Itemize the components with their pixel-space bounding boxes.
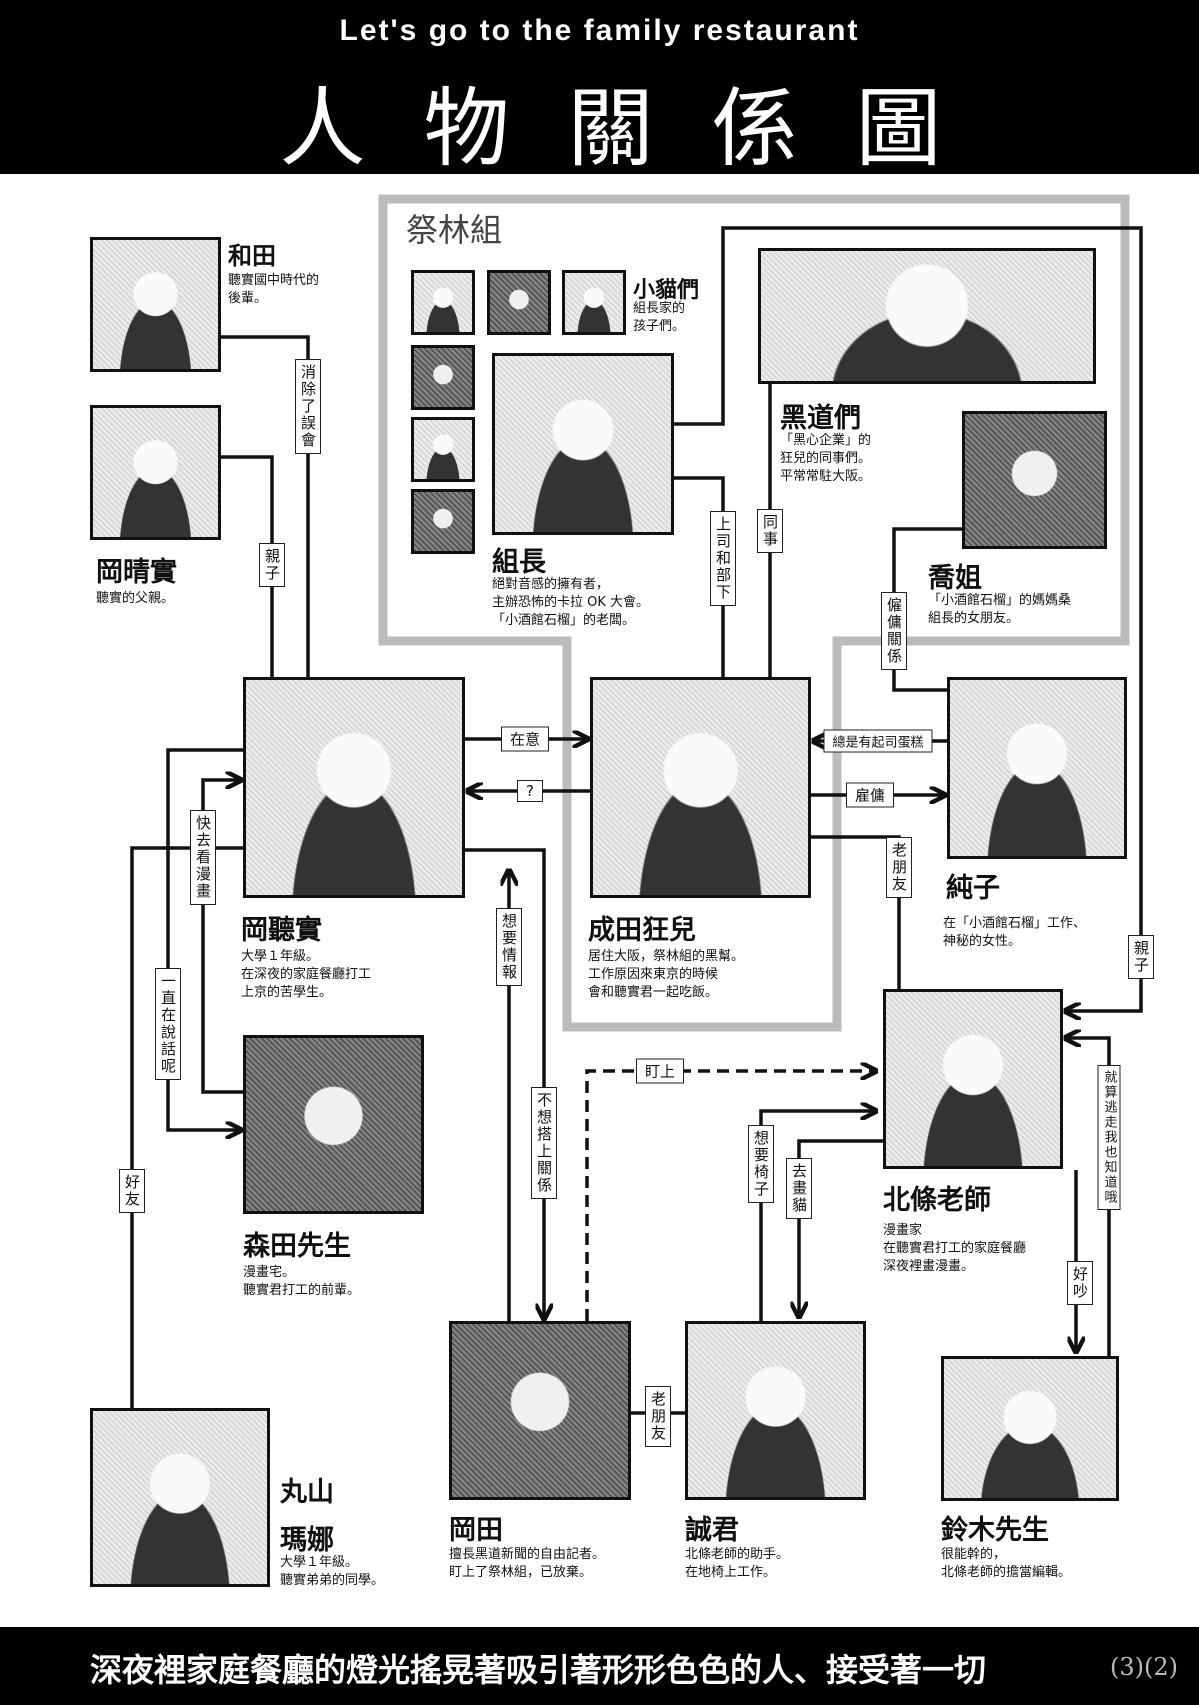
relation-label: 親子 — [259, 543, 285, 587]
portrait-maruyama — [90, 1408, 270, 1587]
relation-label: 雇傭 — [845, 782, 895, 808]
name-kyoane: 喬姐 — [928, 563, 982, 594]
relation-label: 不想搭上關係 — [531, 1087, 557, 1199]
desc-suzuki: 很能幹的，北條老師的擔當編輯。 — [941, 1547, 1072, 1580]
portrait-kitten — [411, 345, 475, 410]
line-targeted — [585, 1071, 876, 1321]
name-kumicho: 組長 — [492, 547, 546, 578]
portrait-kitten — [487, 270, 551, 335]
name-makoto: 誠君 — [685, 1515, 739, 1546]
relation-label: 老朋友 — [645, 1386, 671, 1447]
relation-label: 想要情報 — [496, 908, 522, 986]
name-suzuki: 鈴木先生 — [941, 1515, 1049, 1546]
name-wada: 和田 — [228, 242, 276, 270]
line-kumicho-narita — [674, 476, 725, 677]
desc-okada: 擅長黑道新聞的自由記者。盯上了祭林組，已放棄。 — [449, 1547, 606, 1580]
portrait-okada — [449, 1321, 631, 1500]
portrait-kitten — [411, 417, 475, 482]
subtitle: Let's go to the family restaurant — [339, 14, 860, 47]
desc-kittens: 組長家的孩子們。 — [633, 301, 686, 334]
name-oka-harumi: 岡晴實 — [96, 557, 177, 588]
name-yakuzas: 黑道們 — [780, 403, 861, 434]
relation-label: 總是有起司蛋糕 — [823, 729, 933, 753]
portrait-narita — [590, 677, 811, 898]
relation-label: 在意 — [500, 726, 550, 752]
relation-label: 快去看漫畫 — [190, 810, 216, 905]
relation-label: 去畫貓 — [786, 1158, 812, 1219]
desc-maruyama: 大學１年級。聽實弟弟的同學。 — [280, 1555, 385, 1588]
page-title: 人物關係圖 — [279, 79, 1000, 179]
portrait-oka-satomi — [243, 677, 465, 898]
portrait-oka-harumi — [90, 405, 221, 540]
footer-caption: 深夜裡家庭餐廳的燈光搖晃著吸引著形形色色的人、接受著一切 — [90, 1651, 987, 1689]
portrait-kitten — [411, 270, 475, 335]
portrait-morita — [243, 1035, 424, 1214]
line-keeps-talking — [166, 748, 243, 1130]
relation-label: 上司和部下 — [710, 511, 736, 606]
portrait-yakuzas — [758, 248, 1096, 384]
portrait-kitten — [411, 489, 475, 554]
page-number: (3)(2) — [1110, 1653, 1178, 1681]
portrait-wada — [90, 237, 221, 372]
desc-yakuzas: 「黑心企業」的狂兒的同事們。平常常駐大阪。 — [780, 433, 872, 484]
relation-label: 好吵 — [1067, 1261, 1093, 1305]
desc-oka-satomi: 大學１年級。在深夜的家庭餐廳打工上京的苦學生。 — [241, 949, 372, 1000]
name-maruyama-line2: 瑪娜 — [280, 1525, 334, 1556]
relation-label: 好友 — [119, 1169, 145, 1213]
header-banner: Let's go to the family restaurant 人物關係圖 — [0, 0, 1199, 179]
desc-wada: 聽實國中時代的後輩。 — [228, 273, 320, 306]
relation-label: 想要椅子 — [748, 1125, 774, 1203]
line-wants-chair — [759, 1111, 876, 1321]
line-good-friends — [130, 846, 243, 1408]
portrait-kumicho — [492, 353, 674, 535]
relation-label: ? — [517, 780, 543, 802]
relation-label: 同事 — [757, 509, 783, 553]
desc-makoto: 北條老師的助手。在地椅上工作。 — [685, 1547, 790, 1580]
name-morita: 森田先生 — [243, 1231, 351, 1262]
relation-label: 消除了誤會 — [295, 359, 321, 454]
name-junko: 純子 — [946, 873, 1000, 904]
relation-label: 親子 — [1128, 935, 1154, 979]
portrait-hojo — [883, 989, 1063, 1169]
name-kittens: 小貓們 — [633, 278, 700, 303]
line-wada-satomi — [221, 335, 310, 677]
name-narita: 成田狂兒 — [588, 915, 696, 946]
footer-banner: 深夜裡家庭餐廳的燈光搖晃著吸引著形形色色的人、接受著一切 (3)(2) — [0, 1627, 1199, 1705]
desc-junko: 在「小酒館石榴」工作、神秘的女性。 — [943, 916, 1087, 949]
relation-label: 僱傭關係 — [881, 592, 907, 670]
name-okada: 岡田 — [449, 1515, 503, 1546]
desc-kumicho: 絕對音感的擁有者，主辦恐怖的卡拉 OK 大會。「小酒館石榴」的老闆。 — [492, 577, 650, 628]
group-label: 祭林組 — [400, 205, 509, 251]
desc-kyoane: 「小酒館石榴」的媽媽桑組長的女朋友。 — [928, 593, 1072, 626]
portrait-junko — [947, 677, 1127, 859]
line-draw-cats — [799, 1139, 883, 1317]
desc-oka-harumi: 聽實的父親。 — [96, 591, 175, 606]
group-boundary — [378, 194, 1130, 1032]
line-knows-escape — [1065, 1038, 1111, 1356]
portrait-kyoane — [962, 411, 1107, 549]
line-harumi-satomi — [221, 455, 274, 677]
desc-morita: 漫畫宅。聽實君打工的前輩。 — [243, 1265, 361, 1298]
name-hojo: 北條老師 — [883, 1185, 991, 1216]
portrait-kitten — [562, 270, 626, 335]
line-kumicho-hojo — [674, 226, 1143, 1011]
relation-label: 盯上 — [635, 1058, 685, 1084]
portrait-makoto — [685, 1321, 866, 1500]
relation-label: 一直在說話呢 — [155, 968, 181, 1080]
relation-label: 老朋友 — [886, 837, 912, 898]
desc-narita: 居住大阪，祭林組的黑幫。工作原因來東京的時候會和聽實君一起吃飯。 — [588, 949, 745, 1000]
desc-hojo: 漫畫家在聽實君打工的家庭餐廳深夜裡畫漫畫。 — [883, 1223, 1027, 1274]
name-maruyama-line1: 丸山 — [280, 1477, 334, 1508]
portrait-suzuki — [941, 1356, 1119, 1501]
line-go-read-manga — [201, 780, 243, 1094]
relation-label: 就算逃走我也知道哦 — [1097, 1065, 1121, 1210]
name-oka-satomi: 岡聽實 — [241, 915, 322, 946]
